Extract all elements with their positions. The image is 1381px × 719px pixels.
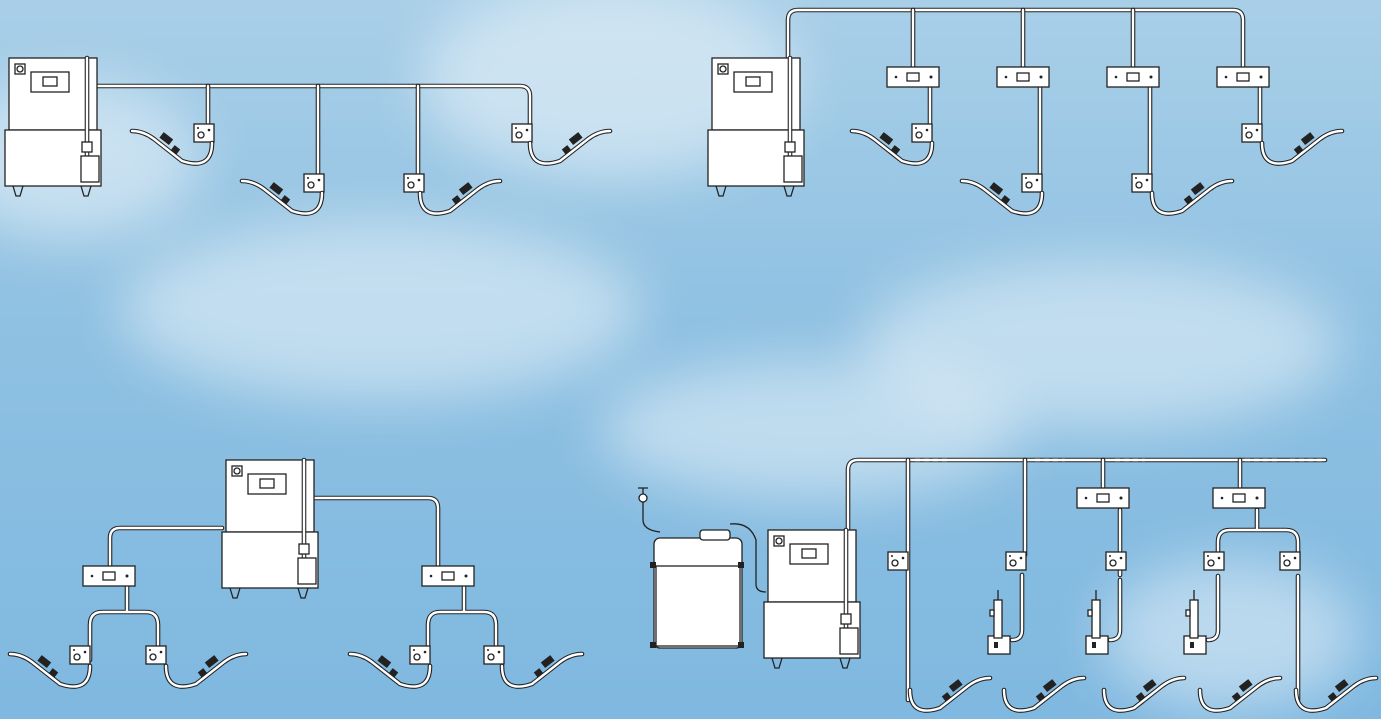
dispenser: [1086, 590, 1108, 654]
wall-inlet: [1132, 174, 1152, 192]
wall-inlet: [1280, 552, 1300, 570]
water-faucet: [638, 488, 660, 532]
wall-inlet: [1106, 552, 1126, 570]
wall-inlet: [1022, 174, 1042, 192]
top-right-system: [708, 10, 1342, 214]
dispenser: [1184, 590, 1206, 654]
control-box: [422, 566, 474, 586]
water-tank: [650, 530, 744, 648]
bottom-left-system: [10, 460, 582, 687]
wall-inlet: [912, 124, 932, 142]
control-box: [83, 566, 135, 586]
wall-inlet: [888, 552, 908, 570]
hose-wand: [1262, 131, 1342, 164]
wall-inlet: [512, 124, 532, 142]
hose-wand: [1200, 678, 1280, 711]
top-left-system: [5, 58, 610, 214]
hose-wand: [502, 654, 582, 687]
hose-wand: [530, 131, 610, 164]
central-vacuum-unit: [764, 530, 860, 668]
hose-wand: [420, 181, 500, 214]
wall-inlet: [1006, 552, 1026, 570]
central-vacuum-unit: [5, 58, 101, 196]
central-vacuum-unit: [708, 58, 804, 196]
hose-wand: [1004, 678, 1084, 711]
wall-inlet: [304, 174, 324, 192]
central-vacuum-unit: [222, 460, 318, 598]
hose-wand: [1104, 678, 1184, 711]
control-box: [1217, 67, 1269, 87]
hose-wand: [910, 678, 990, 711]
control-box: [1213, 488, 1265, 508]
wall-inlet: [70, 646, 90, 664]
wall-inlet: [410, 646, 430, 664]
control-box: [1107, 67, 1159, 87]
wall-inlet: [404, 174, 424, 192]
hose-wand: [1296, 678, 1376, 711]
hose-wand: [1152, 181, 1232, 214]
control-box: [997, 67, 1049, 87]
wall-inlet: [1242, 124, 1262, 142]
wall-inlet: [484, 646, 504, 664]
control-box: [1077, 488, 1129, 508]
control-box: [887, 67, 939, 87]
hose-wand: [166, 654, 246, 687]
wall-inlet: [146, 646, 166, 664]
dispenser: [988, 590, 1010, 654]
wall-inlet: [1204, 552, 1224, 570]
bottom-right-system: [638, 460, 1376, 711]
wall-inlet: [194, 124, 214, 142]
